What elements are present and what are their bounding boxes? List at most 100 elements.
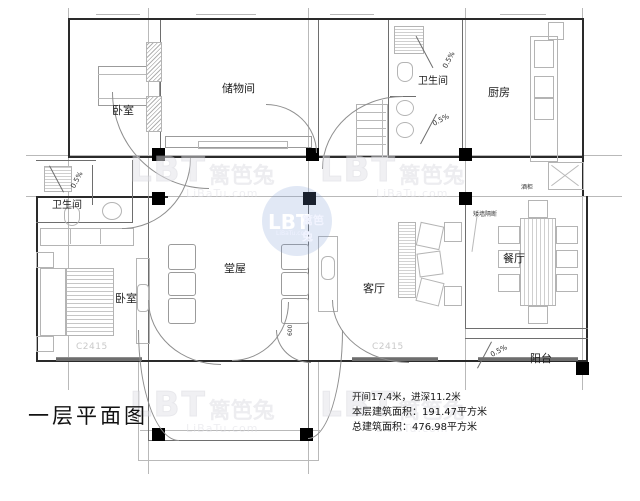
nightstand xyxy=(36,336,54,352)
exterior-wall-top xyxy=(68,18,584,20)
low-wall-partition-label: 矮墙隔断 xyxy=(473,211,498,218)
axis-line xyxy=(582,8,583,390)
window-opening-top xyxy=(96,14,140,15)
basin-fixture xyxy=(102,202,122,220)
structural-column xyxy=(459,148,472,161)
watermark-domain: LiBaTu.com xyxy=(186,187,259,200)
wardrobe-row xyxy=(40,228,134,246)
partition-bath-kitchen xyxy=(462,20,463,156)
window-sill-balcony xyxy=(478,357,578,361)
wall-bath-left-bottom xyxy=(36,222,133,223)
watermark-brand-cn: 篱笆兔 xyxy=(398,164,465,189)
watermark-brand-cn: 篱笆兔 xyxy=(208,399,275,424)
page-title: 一层平面图 xyxy=(28,404,148,428)
cooktop xyxy=(534,40,554,68)
watermark-domain: LiBaTu.com xyxy=(376,187,449,200)
wine-cabinet xyxy=(548,162,584,190)
slope-leader-line xyxy=(420,113,437,145)
armchair xyxy=(415,221,445,251)
room-label-storage: 储物间 xyxy=(222,82,255,95)
watermark-circle-badge: LBT 篱笆兔 LiBaTu.com xyxy=(262,186,332,256)
wall-bath-left-top xyxy=(36,160,96,161)
nightstand xyxy=(36,252,54,268)
bath-counter xyxy=(390,96,416,97)
axis-line xyxy=(26,196,622,197)
interior-wall-upper-band xyxy=(68,156,468,158)
partition-storage-stair xyxy=(318,20,319,156)
dining-table xyxy=(520,218,556,306)
dining-chair xyxy=(498,226,520,244)
dining-chair xyxy=(528,306,548,324)
spec-total-area: 总建筑面积：476.98平方米 xyxy=(352,422,477,433)
dining-chair xyxy=(498,274,520,292)
wine-cabinet-label: 酒柜 xyxy=(521,184,534,191)
partition-stair-bath xyxy=(388,20,389,156)
dining-chair xyxy=(498,250,520,268)
console-table xyxy=(318,236,338,312)
armchair xyxy=(415,277,445,307)
bath-left-counter xyxy=(92,165,93,205)
window-opening-top xyxy=(330,14,374,15)
porch-outer-left xyxy=(138,362,139,460)
bed-detail xyxy=(98,74,158,75)
watermark-badge-brand-cn: 篱笆兔 xyxy=(302,214,324,243)
room-label-bathroom-left: 卫生间 xyxy=(52,200,82,211)
wall-balcony-inner xyxy=(465,338,588,339)
window-sill-left xyxy=(56,357,142,361)
room-label-balcony: 阳台 xyxy=(530,352,552,365)
door-swing-arc xyxy=(266,104,317,153)
room-label-living-room: 客厅 xyxy=(363,282,385,295)
axis-line xyxy=(68,8,69,390)
room-label-bathroom-top: 卫生间 xyxy=(418,76,448,87)
kitchen-cabinet-top xyxy=(548,22,564,40)
door-swing-arc xyxy=(308,330,343,439)
sofa-seat xyxy=(168,244,196,270)
sofa-long xyxy=(398,222,416,298)
exterior-wall-lower-left xyxy=(36,196,38,362)
watermark-brand-cn: 篱笆兔 xyxy=(208,164,275,189)
door-swing-arc xyxy=(322,96,403,169)
decor-item xyxy=(321,256,335,280)
room-label-bedroom-top-left: 卧室 xyxy=(112,104,134,117)
bed-headboard xyxy=(40,268,66,336)
sofa-seat xyxy=(281,244,309,270)
toilet-fixture xyxy=(397,62,413,82)
window-opening-top xyxy=(500,14,546,15)
axis-line xyxy=(140,430,320,431)
dining-chair xyxy=(556,250,578,268)
dining-chair xyxy=(556,274,578,292)
dimension-600-label: 600 xyxy=(287,324,294,336)
kitchen-counter-right xyxy=(530,36,558,162)
room-label-main-hall: 堂屋 xyxy=(224,262,246,275)
spec-dimensions: 开间17.4米，进深11.2米 xyxy=(352,392,461,403)
wardrobe-divider xyxy=(70,228,71,244)
exterior-wall-upper-left xyxy=(68,18,70,158)
exterior-wall-lower-right xyxy=(586,196,588,362)
watermark-badge-domain: LiBaTu.com xyxy=(276,230,311,237)
sofa-seat xyxy=(168,272,196,296)
partition-bedroom-storage xyxy=(160,20,161,156)
window-label-left: C2415 xyxy=(76,342,108,352)
room-label-bedroom-bottom-left: 卧室 xyxy=(115,292,137,305)
armchair xyxy=(416,250,444,278)
watermark-domain: LiBaTu.com xyxy=(186,422,259,435)
side-table xyxy=(444,222,462,242)
slope-annotation: 0.5% xyxy=(441,50,457,70)
window-opening-top xyxy=(196,14,256,15)
bed-mattress xyxy=(66,268,114,336)
interior-wall-lower-top xyxy=(36,196,168,198)
interior-wall-kitchen-bottom xyxy=(468,156,584,158)
dining-chair xyxy=(528,200,548,218)
door-swing-arc xyxy=(332,300,409,363)
structural-column xyxy=(303,192,316,205)
porch-outer-bottom xyxy=(138,460,319,461)
shower-tray xyxy=(44,166,72,192)
kitchen-appliance xyxy=(534,98,554,120)
room-label-dining-room: 餐厅 xyxy=(503,252,525,265)
partition-leader-line xyxy=(471,216,478,252)
window-label-right: C2415 xyxy=(372,342,404,352)
partition-bedroom-hall xyxy=(148,196,149,360)
side-table xyxy=(444,286,462,306)
specs-block: 开间17.4米，进深11.2米 本层建筑面积：191.47平方米 总建筑面积：4… xyxy=(352,390,487,435)
